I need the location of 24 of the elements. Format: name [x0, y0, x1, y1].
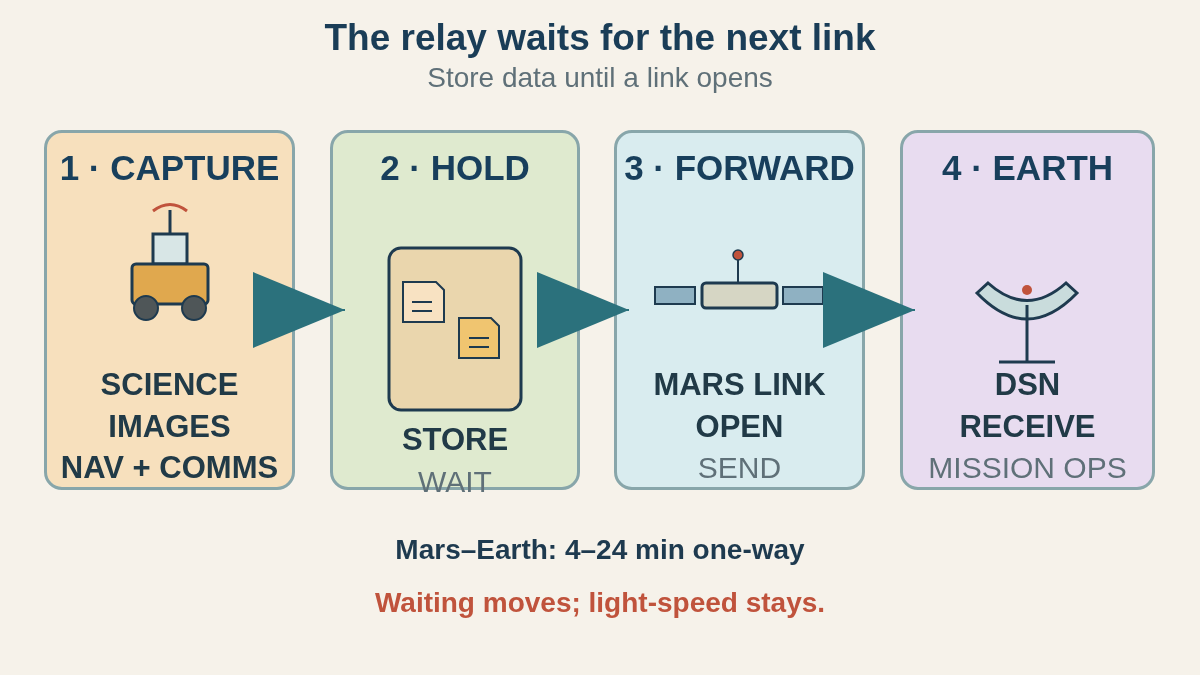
delay-note: Mars–Earth: 4–24 min one-way [395, 533, 805, 567]
step-label: STORE [401, 422, 509, 458]
step-label: SCIENCE [100, 367, 239, 403]
step-subtext: MISSION OPS [928, 450, 1127, 486]
takeaway-note: Waiting moves; light-speed stays. [374, 586, 826, 620]
step-label: MARS LINK [653, 367, 826, 403]
step-label: NAV + COMMS [60, 450, 279, 486]
arrow [537, 272, 630, 348]
arrow [253, 272, 346, 348]
step-subtext: SEND [697, 450, 782, 486]
step-heading: 2 · HOLD [380, 147, 530, 189]
diagram-title: The relay waits for the next link [324, 16, 876, 60]
step-label: OPEN [695, 409, 784, 445]
step-label: DSN [994, 367, 1061, 403]
step-panel [900, 130, 1155, 490]
subtitle: Store data until a link opens [427, 61, 773, 95]
step-label: IMAGES [108, 409, 231, 445]
step-heading: 3 · FORWARD [624, 147, 855, 189]
arrow [823, 272, 916, 348]
step-panel [614, 130, 865, 490]
step-heading: 4 · EARTH [941, 147, 1114, 189]
step-label: RECEIVE [959, 409, 1096, 445]
step-panel [44, 130, 295, 490]
step-heading: 1 · CAPTURE [59, 147, 280, 189]
